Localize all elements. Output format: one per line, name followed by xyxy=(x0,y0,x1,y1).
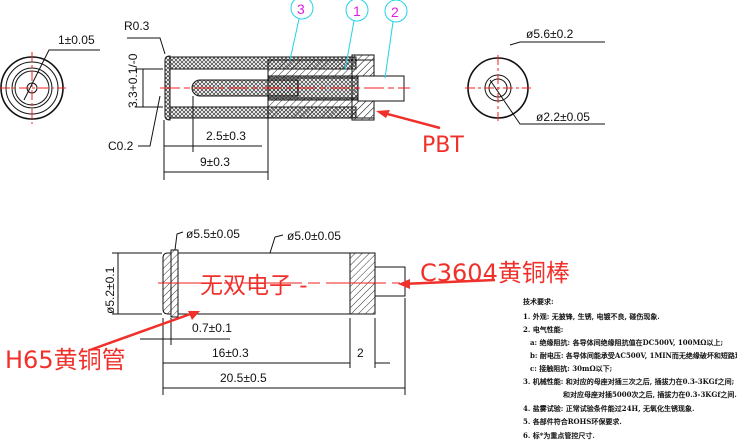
note-line: b: 耐电压: 各导体间能承受AC500V, 1MIN而无绝缘破坏和短路现象. xyxy=(530,351,737,360)
outer-dia-dim: ø5.6±0.2 xyxy=(526,27,574,41)
height-dim-bottom: ø5.2±0.1 xyxy=(103,266,117,314)
end-view-right: ø5.6±0.2 ø2.2±0.05 xyxy=(465,27,605,125)
flange-dia-dim: ø5.5±0.05 xyxy=(186,227,240,241)
notes-title: 技术要求: xyxy=(523,297,554,306)
note-line: 4. 盐雾试验: 正常试验条件能过24H, 无氧化生锈现象. xyxy=(523,404,694,413)
balloon-3: 3 xyxy=(297,1,305,17)
note-line: c: 接触阻抗: 30mΩ以下; xyxy=(530,364,612,373)
flange-width-dim: 0.7±0.1 xyxy=(192,321,232,335)
note-line: 5. 各部件符合ROHS环保要求. xyxy=(523,417,622,426)
note-line: 2. 电气性能: xyxy=(523,325,563,334)
note-line: a: 绝缘阻抗: 各导体间绝缘阻抗值在DC500V, 100MΩ以上; xyxy=(530,338,723,347)
inner-dia-dim: ø2.2±0.05 xyxy=(536,110,590,124)
note-line: 3. 机械性能: 和对应的母座对插三次之后, 插拔力在0.3-3KGf之间; xyxy=(523,377,734,386)
bore-depth-dim: 9±0.3 xyxy=(200,155,230,169)
balloon-1: 1 xyxy=(353,3,361,19)
radius-label: R0.3 xyxy=(124,19,150,33)
height-dim: 3.3+0.1/-0 xyxy=(126,53,140,108)
tube-material-callout: H65黄铜管 xyxy=(5,346,126,374)
section-view: R0.3 3.3+0.1/-0 C0.2 2.5±0.3 9±0.3 3 1 2… xyxy=(108,0,464,180)
pin-material-callout: C3604黄铜棒 xyxy=(420,259,570,287)
end-view-dim: 1±0.05 xyxy=(58,33,95,47)
pbt-callout: PBT xyxy=(422,133,464,158)
pin-depth-dim: 2.5±0.3 xyxy=(206,129,246,143)
balloon-2: 2 xyxy=(391,4,399,20)
total-length-dim: 20.5±0.5 xyxy=(220,371,267,385)
pin-length-dim: 2 xyxy=(357,346,364,360)
body-length-dim: 16±0.3 xyxy=(212,346,249,360)
side-view: 无双电子 - ø5.5±0.05 ø5.0±0.05 ø5.2±0.1 0.7±… xyxy=(5,227,570,395)
body-dia-dim: ø5.0±0.05 xyxy=(287,229,341,243)
note-line: 1. 外观: 无披锋, 生锈, 电镀不良, 碰伤现象. xyxy=(523,312,660,321)
note-line: 6. 标*为重点管控尺寸. xyxy=(523,431,595,440)
end-view-left: 1±0.05 xyxy=(0,33,100,124)
chamfer-label: C0.2 xyxy=(108,139,134,153)
note-line: 和对应母座对插5000次之后, 插拔力在0.3-3KGf之间. xyxy=(562,390,737,399)
watermark: 无双电子 - xyxy=(200,273,308,299)
technical-requirements: 技术要求: 1. 外观: 无披锋, 生锈, 电镀不良, 碰伤现象. 2. 电气性… xyxy=(523,297,737,440)
